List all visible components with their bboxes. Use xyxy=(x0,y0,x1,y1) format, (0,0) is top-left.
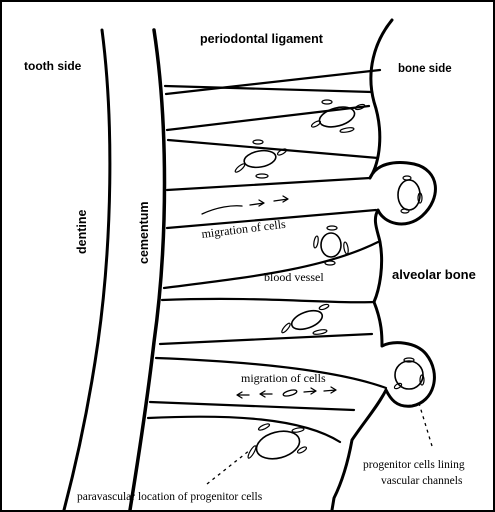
progenitor-cell xyxy=(281,322,292,334)
progenitor-cell xyxy=(313,329,327,335)
progenitor-lining-label-line2: vascular channels xyxy=(381,475,463,487)
blood-vessel-label: blood vessel xyxy=(264,270,324,284)
left-arrow xyxy=(237,392,249,398)
fiber-line xyxy=(168,140,378,158)
progenitor-cell xyxy=(340,127,354,133)
progenitor-cell xyxy=(292,427,305,433)
progenitor-cell xyxy=(403,176,411,180)
progenitor-cell xyxy=(394,382,403,389)
progenitor-cell xyxy=(258,423,271,432)
vascular-channel-upper xyxy=(398,176,422,213)
cementum-boundary-line xyxy=(130,30,165,510)
blood-vessel-5 xyxy=(247,423,308,464)
progenitor-cell xyxy=(313,236,319,249)
migrating-cell xyxy=(283,389,298,397)
vascular-channel-lower xyxy=(394,358,424,390)
bone-side-label: bone side xyxy=(398,63,452,75)
migration-arrows-lower xyxy=(237,387,336,398)
alveolar-bone-label: alveolar bone xyxy=(392,267,476,282)
progenitor-cell xyxy=(401,209,409,213)
fiber-line xyxy=(167,178,370,190)
blood-vessel-1 xyxy=(311,100,366,133)
blood-vessel-lumen xyxy=(289,307,325,333)
periodontal-ligament-label: periodontal ligament xyxy=(200,32,324,46)
progenitor-cell xyxy=(256,174,268,178)
left-arrow xyxy=(260,391,272,397)
progenitor-cell xyxy=(404,358,414,362)
migration-arrows-upper xyxy=(202,196,288,214)
progenitor-lining-label-line1: progenitor cells lining xyxy=(363,459,465,471)
right-arrow xyxy=(304,388,316,394)
progenitor-cell xyxy=(247,445,257,459)
progenitor-cell xyxy=(343,242,349,255)
progenitor-cell xyxy=(322,100,332,104)
progenitor-cell xyxy=(319,303,330,310)
blood-vessel-lumen xyxy=(243,148,277,169)
collagen-fiber-bundles xyxy=(148,70,386,442)
progenitor-cell xyxy=(325,261,335,265)
progenitor-cell xyxy=(327,226,337,230)
progenitor-cell xyxy=(253,140,263,144)
migrating-cell xyxy=(202,206,242,214)
right-arrow xyxy=(250,200,264,206)
right-arrow xyxy=(274,196,288,202)
fiber-line xyxy=(162,299,374,302)
fiber-line xyxy=(148,417,340,442)
vascular-channel-vessel xyxy=(398,180,420,210)
blood-vessel-4 xyxy=(281,303,330,335)
progenitor-lining-pointer-line xyxy=(418,400,432,446)
tooth-side-label: tooth side xyxy=(24,59,82,73)
alveolar-bone-surface-line xyxy=(332,20,435,510)
progenitor-cell xyxy=(234,163,246,174)
vascular-channel-vessel xyxy=(395,361,423,389)
migration-of-cells-lower-label: migration of cells xyxy=(241,371,326,385)
fiber-line xyxy=(160,334,372,344)
progenitor-cell xyxy=(311,120,322,128)
dentine-boundary-line xyxy=(64,30,110,510)
paravascular-label: paravascular location of progenitor cell… xyxy=(77,491,263,503)
fiber-line xyxy=(150,402,354,410)
right-arrow xyxy=(324,387,336,393)
cementum-label: cementum xyxy=(137,201,151,264)
blood-vessel-lumen xyxy=(321,233,341,257)
dentine-label: dentine xyxy=(75,210,89,254)
paravascular-pointer-line xyxy=(207,450,250,484)
